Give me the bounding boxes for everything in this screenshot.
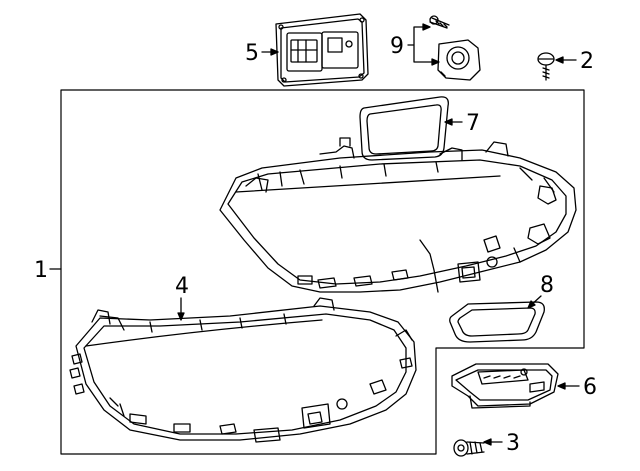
callout-8-label: 8 xyxy=(540,273,554,298)
bracket-part-9 xyxy=(437,39,481,81)
callout-9: 9 xyxy=(390,23,440,66)
callout-1-label: 1 xyxy=(34,258,48,283)
screw-part-9 xyxy=(429,15,450,29)
callout-2: 2 xyxy=(555,49,594,74)
screw-part-2 xyxy=(537,52,555,81)
headlamp-housing xyxy=(219,137,577,293)
callout-7-label: 7 xyxy=(466,111,480,136)
headlamp-lens-part-4 xyxy=(69,297,417,443)
callout-3-label: 3 xyxy=(506,431,520,456)
callout-4-label: 4 xyxy=(175,274,189,299)
callout-4: 4 xyxy=(175,274,189,321)
gasket-part-8 xyxy=(449,301,545,343)
callout-9-label: 9 xyxy=(390,34,404,59)
callout-2-label: 2 xyxy=(580,49,594,74)
callout-7: 7 xyxy=(444,111,480,136)
callout-6: 6 xyxy=(557,375,597,400)
module-part-6 xyxy=(451,363,559,409)
callout-1: 1 xyxy=(34,258,62,283)
callout-8: 8 xyxy=(527,273,554,309)
screw-part-3 xyxy=(453,439,485,457)
control-module-part-5 xyxy=(275,13,369,87)
assembly-frame xyxy=(60,89,585,455)
callout-5: 5 xyxy=(245,41,279,66)
callout-5-label: 5 xyxy=(245,41,259,66)
callout-6-label: 6 xyxy=(583,375,597,400)
callout-3: 3 xyxy=(483,431,520,456)
gasket-part-7 xyxy=(359,96,449,161)
